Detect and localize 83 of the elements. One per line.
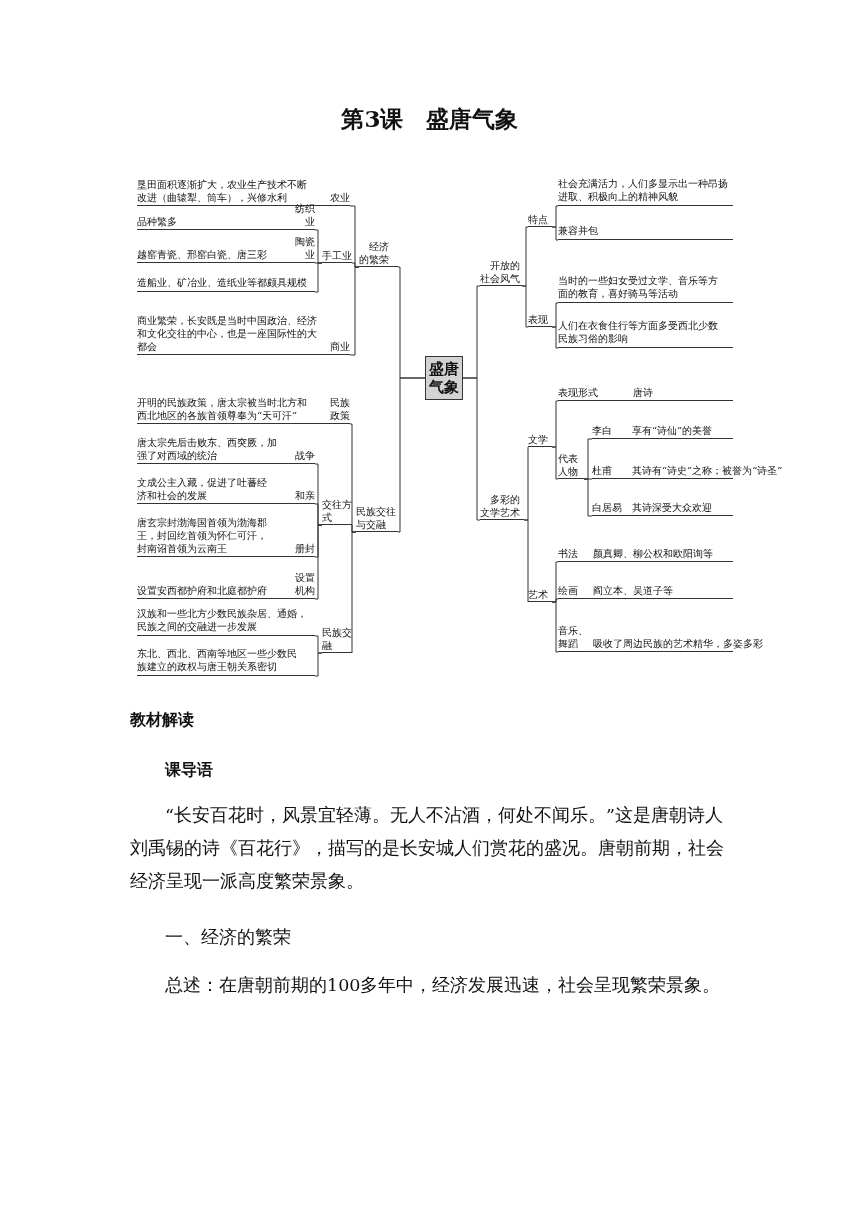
branch-label: 纺织业 — [295, 202, 315, 229]
connector-line — [462, 377, 481, 521]
branch-text: 垦田面积逐渐扩大，农业生产技术不断改进（曲辕犁、筒车），兴修水利 — [137, 178, 307, 203]
body-paragraph: “长安百花时，风景宜轻薄。无人不沾酒，何处不闻乐。”这是唐朝诗人刘禹锡的诗《百花行》，描写的是长安城人们赏花的盛况。唐朝前期，社会经济呈现一派高度繁荣景象。 — [130, 804, 725, 893]
branch-text: 兼容并包 — [558, 224, 599, 238]
connector-line — [349, 266, 360, 356]
connector-line — [551, 326, 559, 349]
branch-heading: 代表人物 — [558, 447, 584, 479]
branch-label: 农业 — [330, 191, 350, 205]
branch-row — [558, 272, 733, 303]
central-topic-box: 盛唐气象 — [425, 356, 463, 400]
connector-line — [314, 652, 323, 677]
branch-label: 战争 — [295, 449, 315, 463]
branch-heading: 开放的社会风气 — [480, 257, 522, 286]
branch-row — [137, 275, 315, 292]
section-heading: 教材解读 — [130, 709, 195, 731]
branch-row — [137, 475, 315, 504]
connector-line — [551, 601, 559, 653]
branch-label: 杜甫 — [592, 464, 613, 478]
branch-text: 当时的一些妇女受过文学、音乐等方面的教育，喜好骑马等活动 — [558, 274, 719, 301]
branch-label: 音乐、舞蹈 — [558, 624, 589, 651]
branch-row — [137, 435, 315, 464]
branch-text: 其诗深受大众欢迎 — [632, 501, 712, 515]
branch-text: 汉族和一些北方少数民族杂居、通婚，民族之间的交融进一步发展 — [137, 607, 308, 634]
branch-row — [137, 645, 315, 676]
connector-line — [521, 285, 529, 328]
branch-text: 吸收了周边民族的艺术精华，多姿多彩 — [593, 637, 763, 651]
branch-text: 商业繁荣，长安既是当时中国政治、经济和文化交往的中心，也是一座国际性的大都会 — [137, 314, 318, 354]
branch-label: 商业 — [330, 340, 350, 354]
branch-row — [558, 545, 733, 562]
branch-heading: 民族交往与交融 — [356, 500, 398, 532]
branch-text: 其诗有“诗史”之称；被誉为“诗圣” — [632, 464, 783, 478]
connector-line — [551, 226, 559, 241]
branch-text: 开明的民族政策，唐太宗被当时北方和西北地区的各族首领尊奉为“天可汗” — [137, 396, 308, 423]
branch-text: 颜真卿、柳公权和欧阳询等 — [593, 547, 713, 561]
connector-line — [314, 262, 323, 293]
branch-row — [558, 582, 733, 599]
branch-label: 绘画 — [558, 584, 579, 598]
connector-line — [351, 531, 357, 654]
branch-heading: 民族交融 — [322, 621, 352, 653]
branch-heading: 表现 — [528, 311, 552, 327]
branch-row — [137, 515, 315, 557]
connector-line — [551, 446, 559, 480]
branch-heading: 交往方式 — [322, 494, 352, 525]
branch-text: 唐玄宗封渤海国首领为渤海郡王，封回纥首领为怀仁可汗，封南诏首领为云南王 — [137, 516, 268, 556]
branch-text: 阎立本、吴道子等 — [593, 584, 673, 598]
subheading: 一、经济的繁荣 — [165, 926, 292, 949]
branch-label: 册封 — [295, 542, 315, 556]
branch-label: 表现形式 — [558, 386, 599, 400]
connector-line — [523, 519, 529, 603]
branch-row — [592, 422, 733, 439]
branch-text: 唐诗 — [633, 386, 653, 400]
body-paragraph: 总述：在唐朝前期的100多年中，经济发展迅速，社会呈现繁荣景象。 — [165, 974, 722, 997]
branch-label: 白居易 — [592, 501, 623, 515]
branch-heading: 艺术 — [528, 585, 552, 602]
branch-row — [137, 605, 315, 636]
branch-text: 享有“诗仙”的美誉 — [632, 424, 713, 438]
branch-heading: 手工业 — [322, 246, 352, 263]
branch-text: 越窑青瓷、邢窑白瓷、唐三彩 — [137, 248, 267, 262]
branch-text: 社会充满活力，人们多显示出一种昂扬进取、积极向上的精神风貌 — [558, 177, 729, 204]
connector-line — [314, 524, 323, 600]
branch-heading: 多彩的文学艺术 — [480, 489, 524, 520]
branch-text: 品种繁多 — [137, 215, 178, 229]
branch-label: 陶瓷业 — [295, 235, 315, 262]
branch-label: 设置机构 — [295, 571, 315, 598]
branch-heading: 经济的繁荣 — [359, 235, 398, 267]
connector-line — [397, 377, 426, 533]
branch-label: 书法 — [558, 547, 579, 561]
branch-text: 文成公主入藏，促进了吐蕃经济和社会的发展 — [137, 476, 268, 503]
branch-text: 人们在衣食住行等方面多受西北少数民族习俗的影响 — [558, 319, 719, 346]
branch-text: 东北、西北、西南等地区一些少数民族建立的政权与唐王朝关系密切 — [137, 647, 298, 674]
branch-text: 设置安西都护府和北庭都护府 — [137, 584, 268, 598]
branch-row — [558, 222, 733, 240]
branch-text: 造船业、矿冶业、造纸业等都颇具规模 — [137, 276, 308, 290]
branch-heading: 文学 — [528, 430, 552, 447]
connector-line — [583, 478, 593, 517]
page-title: 第3课 盛唐气象 — [340, 104, 520, 134]
branch-label: 民族政策 — [330, 396, 350, 423]
branch-text: 唐太宗先后击败东、西突厥，加强了对西域的统治 — [137, 436, 278, 463]
section-heading: 课导语 — [165, 759, 214, 781]
branch-heading: 特点 — [528, 210, 552, 227]
branch-label: 李白 — [592, 424, 613, 438]
branch-label: 和亲 — [295, 489, 315, 503]
